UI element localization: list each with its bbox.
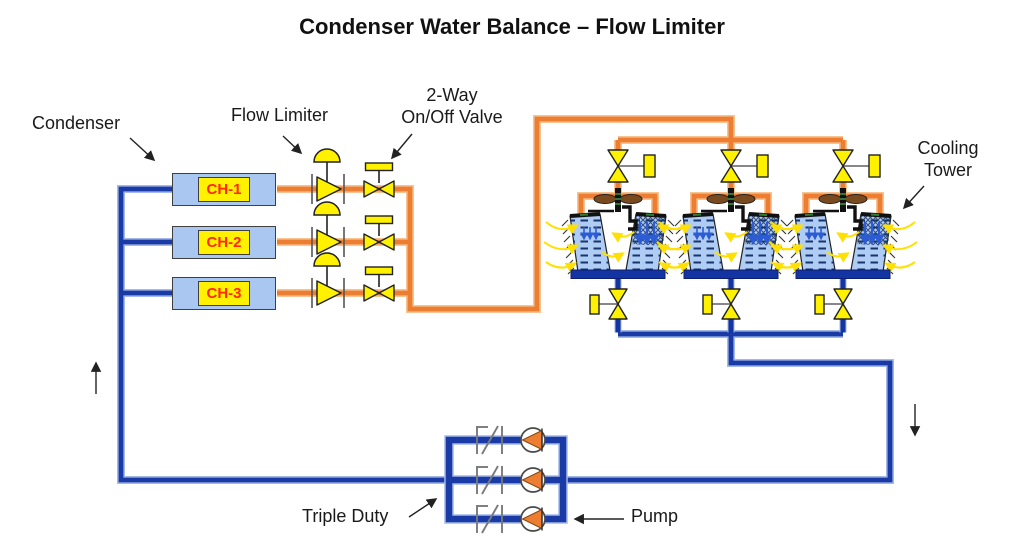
pump-1 <box>520 427 546 453</box>
flow-limiter-label: Flow Limiter <box>231 105 329 125</box>
cooling-tower-2 <box>657 150 805 333</box>
chiller-ch-1-tag: CH-1 <box>198 177 250 202</box>
flow-limiter-valve-1 <box>311 148 345 205</box>
chiller-ch-2-tag: CH-2 <box>198 230 250 255</box>
condenser-water-return-piping <box>117 185 894 484</box>
two-way-valve-arrow <box>390 133 413 160</box>
chiller-ch-1: CH-1 <box>172 173 276 206</box>
flow-limiter-valve-2 <box>311 201 345 258</box>
pump-manifold-piping <box>444 435 568 524</box>
cooling-tower-arrow <box>902 185 925 210</box>
triple-duty-label: Triple Duty <box>302 506 389 526</box>
cooling-tower-3 <box>769 150 917 333</box>
chiller-ch-2: CH-2 <box>172 226 276 259</box>
pump-3 <box>520 506 546 532</box>
flow-limiter-valve-3 <box>311 252 345 309</box>
condenser-arrow <box>129 137 156 162</box>
pump-label: Pump <box>631 506 679 526</box>
triple-duty-arrow <box>408 498 438 518</box>
flow-limiter-arrow <box>282 135 303 155</box>
chiller-ch-3-tag: CH-3 <box>198 281 250 306</box>
annotation-arrows <box>90 133 925 525</box>
two-way-valve-label: 2-Way On/Off Valve <box>401 85 503 127</box>
pump-2 <box>520 467 546 493</box>
diagram-title: Condenser Water Balance – Flow Limiter <box>299 14 725 39</box>
condenser-label: Condenser <box>32 113 121 133</box>
chiller-ch-3: CH-3 <box>172 277 276 310</box>
cooling-tower-label: Cooling Tower <box>917 138 979 180</box>
cooling-tower-1 <box>544 150 692 333</box>
